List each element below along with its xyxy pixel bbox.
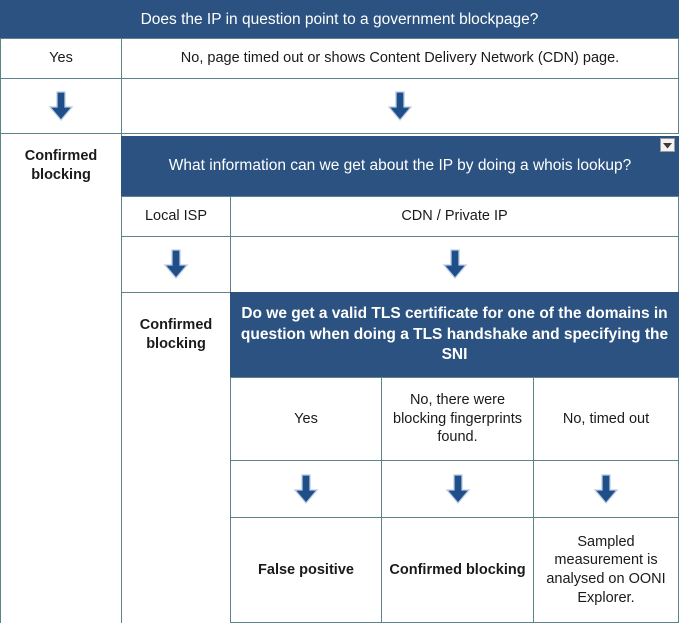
level3-answer-yes: Yes <box>230 377 382 461</box>
level1-question-header: Does the IP in question point to a gover… <box>0 0 679 39</box>
level2-left-spacer <box>0 198 122 623</box>
level3-answer-no-timed-out: No, timed out <box>533 377 679 461</box>
level3-answer-no-fingerprints: No, there were blocking fingerprints fou… <box>381 377 534 461</box>
level3-spacer-left <box>121 377 231 623</box>
level1-answer-yes: Yes <box>0 38 122 79</box>
level2-answer-local-isp: Local ISP <box>121 196 231 237</box>
level2-answer-cdn-private-ip: CDN / Private IP <box>230 196 679 237</box>
level1-answer-no: No, page timed out or shows Content Deli… <box>121 38 679 79</box>
down-arrow-icon <box>593 473 619 504</box>
level1-arrow-cell-no <box>121 78 679 134</box>
level3-arrow-cell-yes <box>230 460 382 518</box>
down-arrow-icon <box>445 473 470 504</box>
level2-outcome-confirmed-blocking: Confirmed blocking <box>121 292 231 378</box>
level3-arrow-cell-fingerprints <box>381 460 534 518</box>
level3-arrow-cell-timed-out <box>533 460 679 518</box>
level2-arrow-cell-local-isp <box>121 236 231 293</box>
down-arrow-icon <box>48 90 74 121</box>
level2-question-header: What information can we get about the IP… <box>121 136 679 196</box>
down-arrow-icon <box>293 473 319 504</box>
chevron-down-icon <box>663 142 672 148</box>
level3-outcome-sampled-measurement: Sampled measurement is analysed on OONI … <box>533 517 679 623</box>
level3-outcome-false-positive: False positive <box>230 517 382 623</box>
down-arrow-icon <box>442 249 467 280</box>
down-arrow-icon <box>387 90 413 121</box>
level1-outcome-confirmed-blocking: Confirmed blocking <box>0 133 122 199</box>
down-arrow-icon <box>163 249 189 280</box>
level1-arrow-cell-yes <box>0 78 122 134</box>
level2-arrow-cell-cdn <box>230 236 679 293</box>
level3-question-header: Do we get a valid TLS certificate for on… <box>230 292 679 378</box>
level3-outcome-confirmed-blocking: Confirmed blocking <box>381 517 534 623</box>
filter-dropdown-button[interactable] <box>660 138 675 152</box>
